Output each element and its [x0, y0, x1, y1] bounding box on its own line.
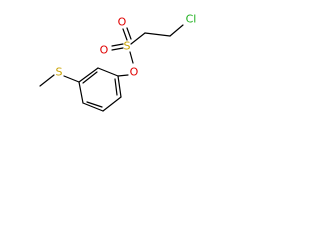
- ring-bond-5: [102, 96, 122, 112]
- ring-double-2: [86, 101, 103, 108]
- bond-s-methyl: [39, 74, 55, 87]
- atom-labels: Cl S O O O S: [56, 13, 197, 79]
- bond-s-o-left-a: [111, 47, 124, 51]
- bond-c-c: [144, 32, 171, 37]
- bond-s-o-top-a: [122, 28, 128, 41]
- bond-s-o-ester: [129, 51, 134, 64]
- bond-s-o-top-b: [126, 27, 132, 40]
- bond-o-aryl: [117, 74, 129, 77]
- atom-oxygen-left: O: [100, 44, 109, 57]
- atom-sulfur-thioether: S: [56, 66, 63, 79]
- atom-oxygen-ester: O: [130, 66, 139, 79]
- atom-chlorine: Cl: [186, 13, 197, 26]
- bonds: [39, 24, 184, 112]
- ring-bond-2: [78, 67, 99, 83]
- ring-bond-6: [117, 75, 122, 98]
- ring-bond-1: [97, 67, 119, 77]
- molecule-structure: Cl S O O O S: [39, 13, 197, 112]
- bond-aryl-s: [63, 75, 80, 83]
- atom-oxygen-top: O: [118, 16, 127, 29]
- bond-s-o-left-b: [111, 43, 124, 47]
- ring-bond-3: [78, 81, 84, 104]
- ring-double-3: [114, 78, 118, 96]
- bond-cl-c: [169, 24, 184, 37]
- ring-double-1: [82, 71, 98, 84]
- ring-bond-4: [82, 102, 104, 112]
- atom-sulfur-sulfonyl: S: [124, 40, 131, 53]
- bond-c-s: [130, 32, 146, 45]
